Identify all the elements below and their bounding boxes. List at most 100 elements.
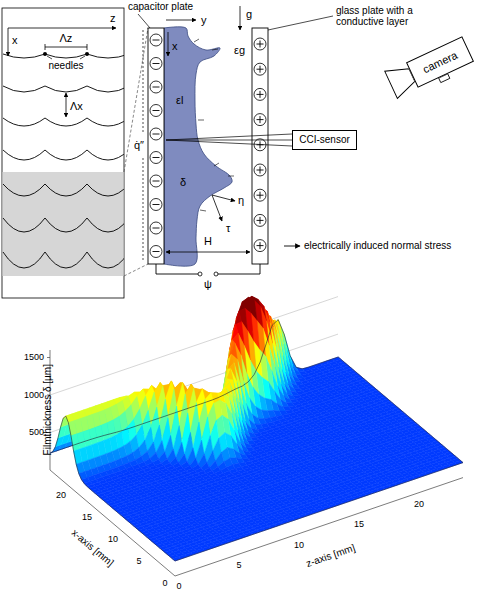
capacitor-setup	[260, 41, 261, 48]
capacitor-setup	[150, 199, 162, 211]
needle-inset	[3, 150, 124, 160]
needle-inset	[2, 8, 129, 298]
needle-inset	[3, 118, 124, 126]
needle-inset	[3, 54, 124, 268]
capacitor-setup	[150, 34, 162, 46]
needle-inset	[8, 28, 116, 29]
capacitor-setup	[153, 251, 160, 252]
capacitor-setup	[212, 195, 222, 221]
capacitor-setup	[254, 114, 266, 126]
capacitor-setup	[260, 66, 261, 73]
zoom-lines	[124, 264, 148, 276]
plot-axes	[50, 470, 175, 576]
capacitor-setup	[150, 152, 162, 164]
capacitor-setup	[150, 175, 162, 187]
plot-axes	[50, 297, 338, 395]
capacitor-setup	[150, 199, 162, 211]
capacitor-setup	[150, 128, 162, 140]
needle-inset	[3, 184, 124, 196]
needle-inset	[43, 52, 47, 56]
capacitor-setup	[254, 189, 266, 201]
capacitor-setup	[138, 14, 150, 28]
capacitor-setup	[153, 204, 160, 205]
capacitor-setup	[143, 30, 144, 132]
capacitor-setup	[150, 34, 162, 46]
capacitor-setup	[268, 16, 333, 30]
capacitor-setup	[212, 195, 235, 201]
capacitor-setup	[254, 63, 266, 75]
liquid-film	[164, 27, 232, 266]
capacitor-setup	[150, 222, 162, 234]
plot-axes	[175, 478, 463, 576]
capacitor-setup	[156, 264, 260, 274]
zoom-lines	[124, 28, 148, 276]
needle-inset	[66, 93, 67, 117]
needle-inset	[3, 54, 124, 58]
capacitor-setup	[254, 38, 266, 50]
capacitor-setup	[143, 158, 144, 262]
zoom-lines	[124, 28, 148, 172]
needle-inset	[47, 56, 85, 59]
capacitor-setup	[254, 214, 266, 226]
capacitor-setup	[260, 116, 261, 123]
capacitor-setup	[214, 272, 218, 276]
film-surface	[50, 296, 463, 561]
capacitor-setup	[153, 228, 160, 229]
capacitor-setup	[254, 240, 266, 252]
capacitor-setup	[240, 6, 241, 30]
capacitor-setup	[260, 192, 261, 199]
capacitor-setup	[150, 222, 162, 234]
capacitor-setup	[260, 91, 261, 98]
needle-inset	[8, 28, 9, 56]
capacitor-setup	[198, 272, 202, 276]
capacitor-setup	[260, 217, 261, 224]
needle-inset	[85, 52, 89, 56]
needle-inset	[3, 218, 124, 232]
capacitor-setup	[150, 152, 162, 164]
capacitor-setup	[150, 58, 162, 70]
capacitor-setup	[166, 134, 292, 146]
needle-inset	[3, 252, 124, 268]
capacitor-setup	[254, 164, 266, 176]
capacitor-setup	[150, 105, 162, 117]
capacitor-setup	[260, 242, 261, 249]
capacitor-setup	[150, 34, 162, 258]
capacitor-setup	[150, 81, 162, 93]
needle-inset	[3, 86, 124, 92]
capacitor-setup	[254, 164, 266, 176]
capacitor-setup	[252, 28, 268, 264]
capacitor-setup	[254, 114, 266, 126]
capacitor-setup	[254, 88, 266, 100]
capacitor-setup	[153, 40, 160, 41]
needle-inset	[2, 8, 124, 298]
capacitor-setup	[254, 63, 266, 75]
capacitor-setup	[150, 81, 162, 93]
capacitor-setup	[150, 105, 162, 117]
capacitor-setup	[150, 128, 162, 140]
capacitor-setup	[153, 134, 160, 135]
capacitor-setup	[150, 246, 162, 258]
capacitor-setup	[150, 58, 162, 70]
capacitor-setup	[148, 28, 164, 264]
capacitor-setup	[150, 246, 162, 258]
capacitor-setup	[168, 32, 169, 56]
capacitor-setup	[166, 20, 196, 21]
capacitor-setup	[254, 38, 266, 50]
capacitor-setup	[153, 63, 160, 64]
capacitor-setup	[153, 181, 160, 182]
capacitor-setup	[153, 110, 160, 111]
capacitor-setup	[153, 87, 160, 88]
capacitor-setup	[254, 240, 266, 252]
capacitor-setup	[254, 214, 266, 226]
capacitor-setup	[138, 6, 450, 276]
needle-inset	[45, 44, 87, 50]
capacitor-setup	[254, 88, 266, 100]
plot-axes	[47, 297, 463, 576]
capacitor-setup	[284, 246, 300, 247]
capacitor-setup	[254, 189, 266, 201]
capacitor-setup	[166, 252, 250, 253]
capacitor-setup	[194, 39, 234, 211]
capacitor-setup	[260, 167, 261, 174]
capacitor-setup	[150, 175, 162, 187]
